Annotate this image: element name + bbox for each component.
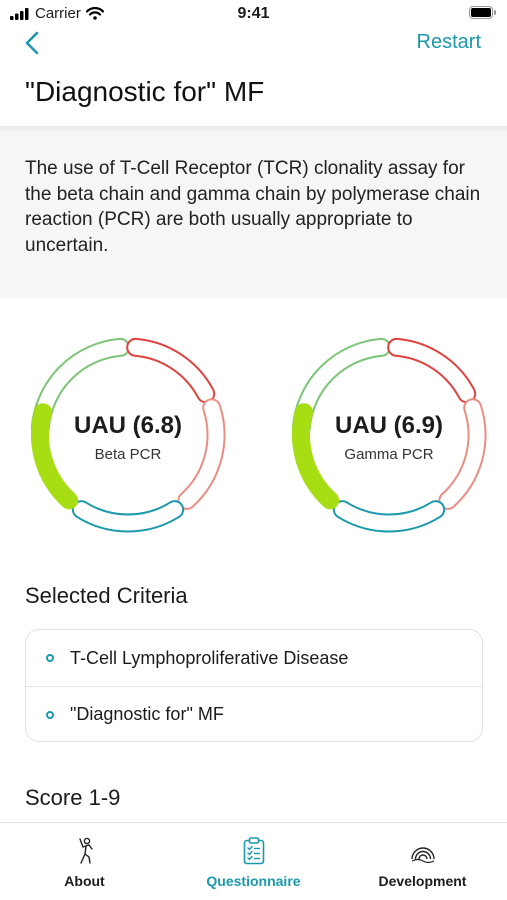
selected-criteria-heading: Selected Criteria <box>25 583 188 608</box>
wifi-icon <box>85 7 104 20</box>
status-left: Carrier <box>10 5 104 22</box>
tab-label: About <box>64 873 105 889</box>
criteria-item-label: T-Cell Lymphoproliferative Disease <box>70 647 349 668</box>
chevron-left-icon <box>25 31 39 55</box>
summary-panel: The use of T-Cell Receptor (TCR) clonali… <box>0 126 507 298</box>
tab-label: Development <box>378 873 467 889</box>
segment-teal <box>332 500 446 533</box>
clipboard-icon <box>243 837 265 865</box>
criteria-item-label: "Diagnostic for" MF <box>70 704 224 724</box>
tab-label: Questionnaire <box>206 873 301 889</box>
gauge-label: Beta PCR <box>94 446 162 463</box>
person-icon <box>79 837 93 864</box>
criteria-item: "Diagnostic for" MF <box>26 686 482 742</box>
tab-questionnaire[interactable]: Questionnaire <box>169 823 338 900</box>
tab-bar: About Questionnaire Development <box>0 822 507 900</box>
back-button[interactable] <box>22 30 46 56</box>
gauge-gamma-pcr: UAU (6.9) Gamma PCR <box>284 330 494 540</box>
battery-icon <box>469 6 496 19</box>
criteria-card: T-Cell Lymphoproliferative Disease "Diag… <box>25 629 483 742</box>
signal-icon <box>10 7 29 20</box>
score-heading: Score 1-9 <box>25 785 121 810</box>
tab-development[interactable]: Development <box>338 823 507 900</box>
segment-teal <box>71 500 185 533</box>
gauges: UAU (6.8) Beta PCR UAU (6.9) Gamma PCR <box>0 330 507 540</box>
bullet-icon <box>46 654 54 662</box>
carrier-label: Carrier <box>35 5 81 22</box>
gauge-ring <box>30 337 226 533</box>
gauge-value: UAU (6.9) <box>334 412 443 439</box>
status-bar: Carrier 9:41 <box>0 0 507 28</box>
gauge-label: Gamma PCR <box>344 446 434 463</box>
segment-salmon <box>438 398 487 510</box>
tab-about[interactable]: About <box>0 823 169 900</box>
gauge-value: UAU (6.8) <box>73 412 182 439</box>
status-right <box>469 6 497 24</box>
nav-bar: Restart <box>0 28 507 58</box>
segment-salmon <box>177 398 226 510</box>
status-time: 9:41 <box>237 5 270 22</box>
segment-lime <box>292 403 340 510</box>
page-title: "Diagnostic for" MF <box>25 76 265 107</box>
segment-lime <box>31 403 79 510</box>
segment-red <box>387 337 477 404</box>
segment-red <box>126 337 216 404</box>
criteria-item: T-Cell Lymphoproliferative Disease <box>26 630 482 686</box>
gauge-beta-pcr: UAU (6.8) Beta PCR <box>23 330 233 540</box>
gauge-ring <box>291 337 487 533</box>
bullet-icon <box>46 711 54 719</box>
restart-button[interactable]: Restart <box>416 31 481 53</box>
summary-text: The use of T-Cell Receptor (TCR) clonali… <box>25 158 481 256</box>
rainbow-icon <box>411 847 435 864</box>
